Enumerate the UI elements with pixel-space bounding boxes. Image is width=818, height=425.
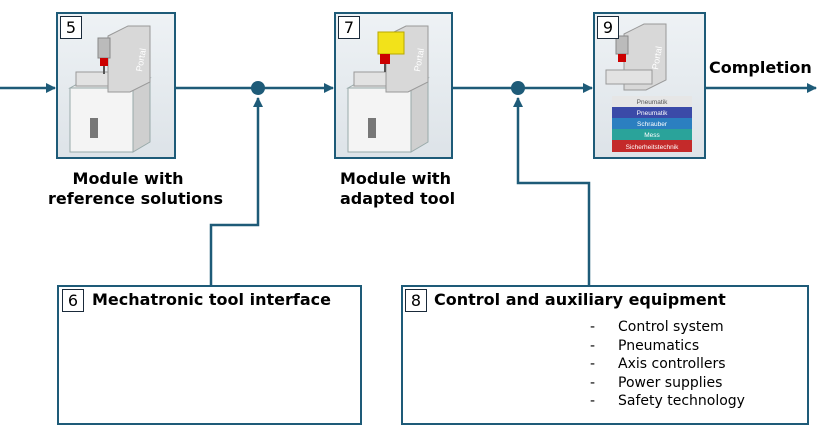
caption-line: Module with bbox=[340, 169, 451, 188]
caption-line: adapted tool bbox=[340, 189, 456, 208]
panel-6-number: 6 bbox=[62, 289, 84, 312]
list-item-label: Power supplies bbox=[618, 374, 723, 391]
panel-8-number: 8 bbox=[405, 289, 427, 312]
panel-8-title: Control and auxiliary equipment bbox=[434, 290, 726, 309]
list-item: -Pneumatics bbox=[590, 337, 700, 354]
machine-label: Portal bbox=[650, 45, 664, 70]
machine-label: Portal bbox=[412, 47, 426, 72]
module-9-number: 9 bbox=[597, 16, 619, 39]
panel-control-equipment bbox=[401, 285, 809, 425]
module-7-caption: Module with adapted tool bbox=[340, 169, 470, 209]
module-7-box: Portal bbox=[334, 12, 453, 159]
list-item: -Axis controllers bbox=[590, 356, 726, 372]
feeder-line-8 bbox=[513, 97, 591, 285]
capability-stack: Pneumatik Pneumatik Schrauber Mess Siche… bbox=[612, 96, 692, 152]
list-item: -Power supplies bbox=[590, 374, 723, 391]
list-item: -Safety technology bbox=[590, 393, 745, 409]
caption-line: Module with bbox=[72, 169, 184, 188]
list-item-label: Pneumatics bbox=[618, 337, 700, 354]
module-5-number: 5 bbox=[60, 16, 82, 39]
machine-illustration: Portal bbox=[68, 25, 152, 153]
completion-label: Completion bbox=[709, 58, 812, 77]
stack-layer-label: Sicherheitstechnik bbox=[626, 144, 679, 151]
stack-layer-label: Mess bbox=[644, 132, 660, 139]
machine-label: Portal bbox=[134, 47, 148, 72]
panel-tool-interface bbox=[57, 285, 362, 425]
machine-illustration: Portal bbox=[605, 23, 667, 91]
stack-layer-label: Schrauber bbox=[637, 121, 668, 128]
module-5-caption: Module with reference solutions bbox=[48, 169, 224, 209]
panel-6-title: Mechatronic tool interface bbox=[92, 290, 331, 309]
feeder-line-6 bbox=[209, 97, 263, 285]
list-item-label: Axis controllers bbox=[618, 356, 726, 372]
machine-illustration: Portal bbox=[346, 25, 430, 153]
module-7-number: 7 bbox=[338, 16, 360, 39]
junction-dot-2 bbox=[511, 81, 525, 95]
caption-line: reference solutions bbox=[48, 189, 224, 208]
module-5-box: Portal bbox=[56, 12, 176, 159]
main-flow bbox=[0, 81, 817, 285]
junction-dot-1 bbox=[251, 81, 265, 95]
equipment-list: -Control system -Pneumatics -Axis contro… bbox=[590, 318, 745, 411]
list-item-label: Control system bbox=[618, 319, 724, 335]
stack-layer-label: Pneumatik bbox=[637, 99, 668, 106]
list-item-label: Safety technology bbox=[618, 393, 745, 409]
stack-layer-label: Pneumatik bbox=[637, 110, 668, 117]
list-item: -Control system bbox=[590, 319, 724, 335]
